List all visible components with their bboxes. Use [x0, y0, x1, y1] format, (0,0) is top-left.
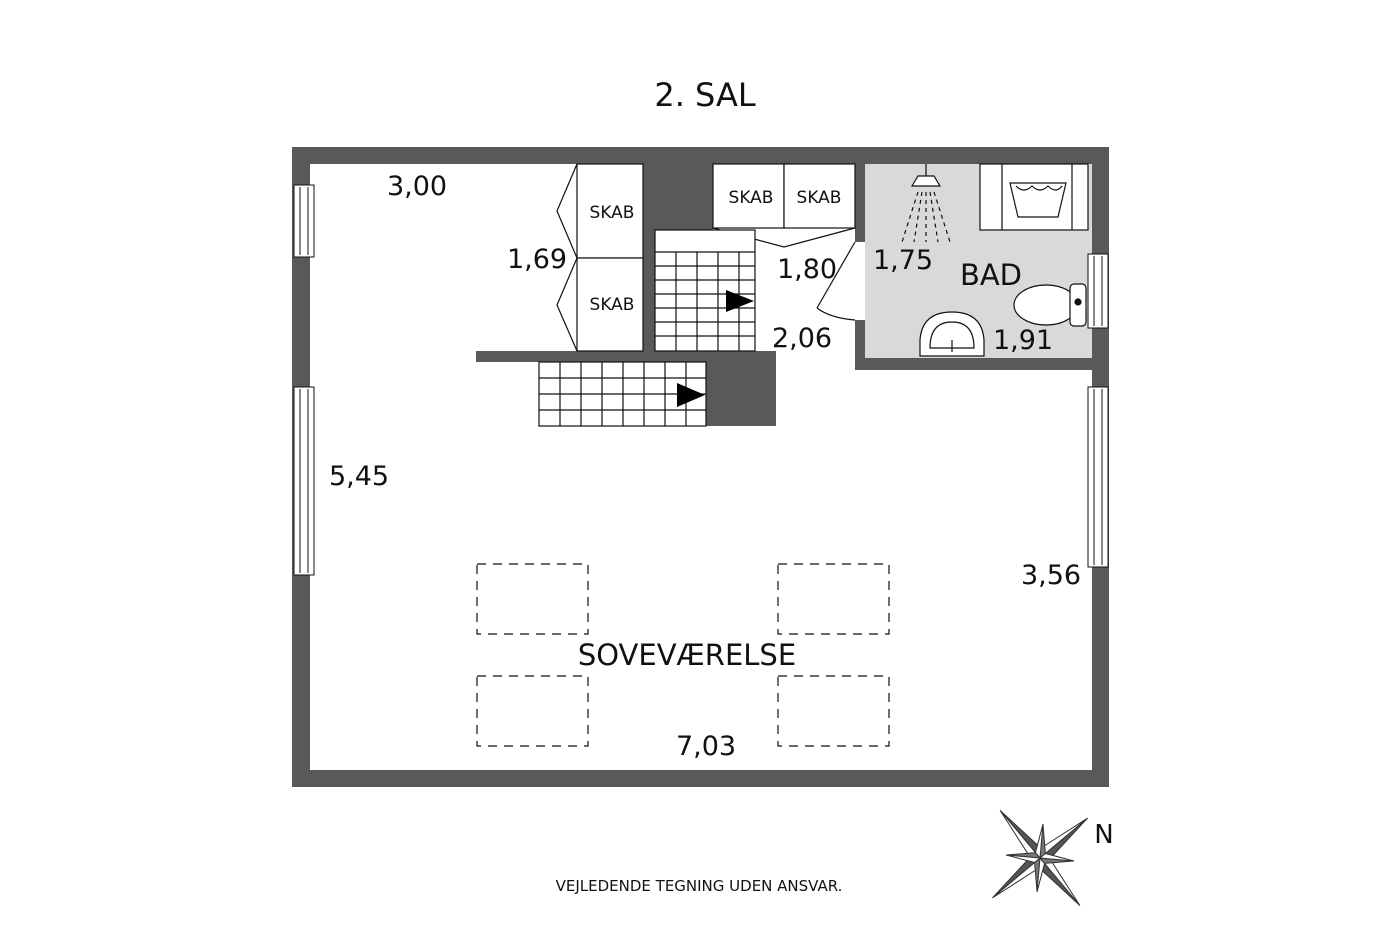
room-label-bedroom: SOVEVÆRELSE — [578, 638, 796, 672]
stair-arrow-icon — [677, 383, 705, 407]
interior-walls — [476, 164, 1109, 426]
dimension-label: 2,06 — [772, 323, 832, 354]
shower-icon — [901, 164, 951, 243]
cabinet-label: SKAB — [797, 188, 842, 208]
window-right-bath — [1087, 253, 1109, 329]
room-label-bathroom: BAD — [960, 258, 1022, 292]
disclaimer: VEJLEDENDE TEGNING UDEN ANSVAR. — [556, 877, 843, 895]
dimension-label: 1,91 — [993, 325, 1053, 356]
dimension-label: 1,80 — [777, 254, 837, 285]
cabinets-top — [712, 163, 856, 248]
staircase-upper — [654, 229, 756, 352]
cabinet-label: SKAB — [590, 295, 635, 315]
dimension-label: 3,56 — [1021, 560, 1081, 591]
skylight — [777, 675, 890, 747]
compass-north-label: N — [1094, 820, 1113, 850]
stair-arrow-icon — [726, 290, 754, 312]
dimension-label: 5,45 — [329, 461, 389, 492]
toilet-icon — [1013, 283, 1087, 327]
dimension-label: 3,00 — [387, 171, 447, 202]
cabinet-label: SKAB — [590, 203, 635, 223]
window-right-bed — [1087, 386, 1109, 568]
skylight — [777, 563, 890, 635]
skylights — [476, 563, 890, 747]
windows — [293, 184, 1109, 576]
skylight — [476, 675, 589, 747]
cabinet-label: SKAB — [729, 188, 774, 208]
washing-machine-icon — [979, 163, 1089, 231]
cabinets-left — [556, 163, 644, 352]
floor-title: 2. SAL — [654, 76, 756, 114]
bathroom-door — [816, 241, 856, 321]
window-left-top — [293, 184, 315, 258]
dimension-label: 7,03 — [676, 731, 736, 762]
skylight — [476, 563, 589, 635]
window-left-mid — [293, 386, 315, 576]
dimension-label: 1,69 — [507, 244, 567, 275]
dimension-label: 1,75 — [873, 245, 933, 276]
compass-rose-icon — [992, 810, 1088, 906]
sink-icon — [919, 311, 985, 357]
